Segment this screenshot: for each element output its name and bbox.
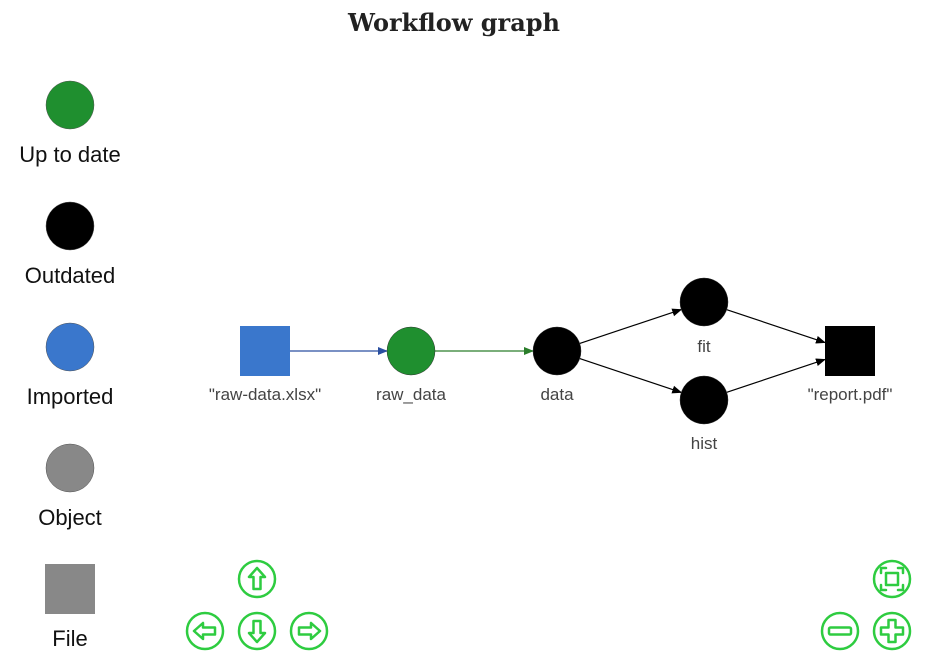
- node-label: data: [540, 385, 574, 404]
- node-label: hist: [691, 434, 718, 453]
- node-raw-data[interactable]: raw_data: [376, 326, 447, 404]
- legend-label: Up to date: [19, 142, 121, 167]
- zoom-out-icon: [827, 626, 853, 636]
- graph-edges: [290, 308, 826, 394]
- zoom-fit-icon: [879, 566, 905, 592]
- legend-label: Object: [38, 505, 102, 530]
- page-title: Workflow graph: [347, 8, 560, 37]
- pan-down-button[interactable]: [237, 611, 277, 651]
- legend-label: File: [52, 626, 87, 651]
- zoom-in-button[interactable]: [872, 611, 912, 651]
- object-node-circle: [679, 375, 729, 425]
- pan-left-button[interactable]: [185, 611, 225, 651]
- node-label: "report.pdf": [808, 385, 893, 404]
- zoom-in-icon: [879, 618, 905, 644]
- pan-right-button[interactable]: [289, 611, 329, 651]
- file-node-square: [240, 326, 290, 376]
- node-report-pdf[interactable]: "report.pdf": [808, 326, 893, 404]
- arrow-left-icon: [192, 621, 217, 641]
- legend-item-up-to-date: Up to date: [19, 80, 121, 167]
- node-data[interactable]: data: [532, 326, 582, 404]
- legend-circle-symbol: [45, 443, 95, 493]
- node-label: raw_data: [376, 385, 446, 404]
- legend-circle-symbol: [45, 201, 95, 251]
- zoom-fit-button[interactable]: [872, 559, 912, 599]
- object-node-circle: [532, 326, 582, 376]
- edge-data-to-fit: [579, 308, 683, 344]
- arrow-down-icon: [247, 619, 267, 644]
- legend-circle-symbol: [45, 80, 95, 130]
- legend-item-object: Object: [38, 443, 102, 530]
- edge-data-to-hist: [579, 358, 683, 394]
- legend-label: Imported: [27, 384, 114, 409]
- zoom-out-button[interactable]: [820, 611, 860, 651]
- legend-circle-symbol: [45, 322, 95, 372]
- legend-square-symbol: [45, 564, 95, 614]
- graph-nodes: "raw-data.xlsx" raw_data data fit hist "repor…: [209, 277, 893, 453]
- arrow-right-icon: [297, 621, 322, 641]
- node-label: fit: [697, 337, 711, 356]
- node-fit[interactable]: fit: [679, 277, 729, 356]
- edge-hist-to-report-pdf: [726, 358, 826, 393]
- file-node-square: [825, 326, 875, 376]
- pan-up-button[interactable]: [237, 559, 277, 599]
- legend-item-file: File: [45, 564, 95, 651]
- object-node-circle: [386, 326, 436, 376]
- node-hist[interactable]: hist: [679, 375, 729, 453]
- edge-fit-to-report-pdf: [726, 309, 826, 344]
- node-label: "raw-data.xlsx": [209, 385, 321, 404]
- object-node-circle: [679, 277, 729, 327]
- arrow-up-icon: [247, 566, 267, 591]
- legend-item-outdated: Outdated: [25, 201, 116, 288]
- node-raw-data-xlsx[interactable]: "raw-data.xlsx": [209, 326, 321, 404]
- legend-item-imported: Imported: [27, 322, 114, 409]
- legend-label: Outdated: [25, 263, 116, 288]
